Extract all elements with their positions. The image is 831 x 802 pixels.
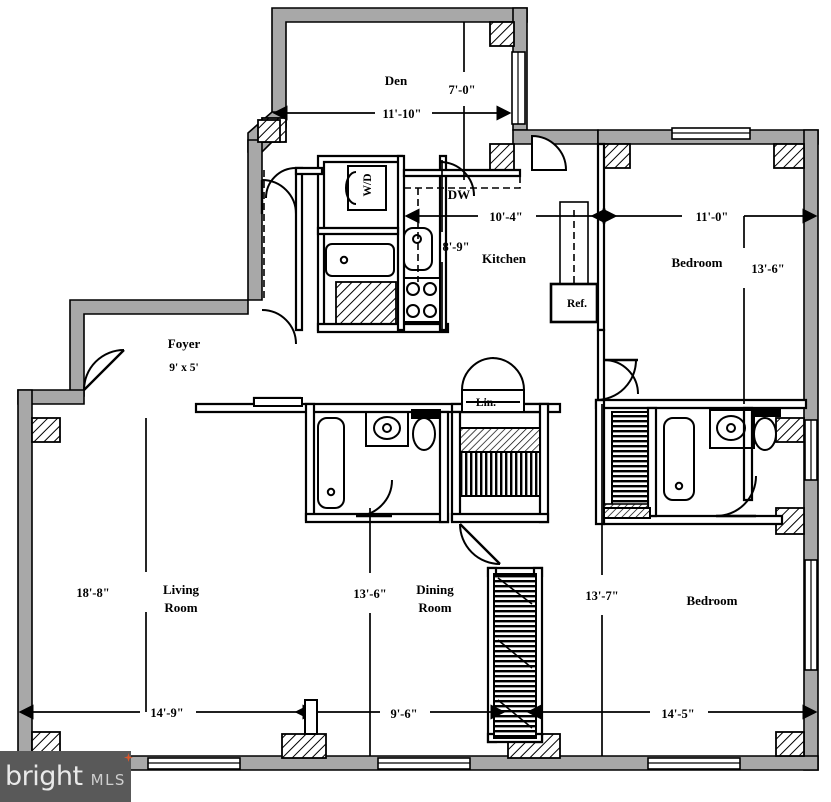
column-br2-tr xyxy=(775,417,805,443)
sink-center xyxy=(373,416,401,440)
tank-right xyxy=(751,407,781,417)
appliance-label-refrigerator: Ref. xyxy=(567,298,587,310)
watermark-brand: bright xyxy=(5,761,83,792)
watermark-star-icon xyxy=(124,753,133,762)
closet-center-shelf xyxy=(459,451,541,497)
door-linen-2 xyxy=(491,357,525,391)
radiator-living xyxy=(304,699,318,735)
door-hall-left xyxy=(261,309,297,345)
appliance-label-washer-dryer: W/D xyxy=(362,174,374,197)
appliance-labels: W/D DW Ref. Lin. xyxy=(362,174,587,410)
door-den xyxy=(531,134,568,171)
vanity-center xyxy=(365,411,409,447)
closet-bedroom2-shelf xyxy=(611,411,649,509)
dimension-dining-width: 9'-6" xyxy=(390,707,417,721)
tub-right xyxy=(663,417,695,501)
door-hall-right xyxy=(595,359,637,401)
door-foyer-entry xyxy=(83,349,125,391)
wall-stub-foyer xyxy=(253,397,303,407)
toilet-right xyxy=(753,417,777,451)
tub-center xyxy=(317,417,345,509)
door-closet-center xyxy=(459,523,501,565)
dimension-den-depth: 7'-0" xyxy=(448,83,475,97)
windows xyxy=(147,51,818,770)
room-label-living-2: Room xyxy=(164,600,197,615)
shelf-right-bath xyxy=(603,507,651,519)
tank-center xyxy=(411,409,441,419)
exterior-walls xyxy=(17,7,819,771)
misc-details xyxy=(253,397,651,735)
room-label-foyer: Foyer xyxy=(168,336,201,351)
washer-dryer-box xyxy=(347,165,387,211)
room-label-foyer-size: 9' x 5' xyxy=(169,362,198,374)
refrigerator-upper xyxy=(559,201,589,285)
dimension-living-width: 14'-9" xyxy=(150,706,183,720)
dimension-dining-depth: 13'-6" xyxy=(353,587,386,601)
appliance-label-linen-closet: Lin. xyxy=(476,397,496,409)
column-br2-br xyxy=(775,731,805,757)
door-bath-center xyxy=(355,479,393,517)
dimension-lines xyxy=(18,22,818,756)
dimension-labels: 11'-10" 7'-0" 10'-4" 8'-9" 11'-0" 13'-6"… xyxy=(76,83,784,721)
dimension-kitchen-depth: 8'-9" xyxy=(442,240,469,254)
door-foyer-closet xyxy=(261,179,297,215)
watermark: bright MLS xyxy=(0,751,133,802)
fixtures xyxy=(317,165,781,509)
dimension-bedroom2-depth: 13'-7" xyxy=(585,589,618,603)
column-kitchen-base xyxy=(335,281,397,325)
dimension-bedroom1-width: 11'-0" xyxy=(696,210,729,224)
column-den-tr xyxy=(489,21,515,47)
column-foyer-post xyxy=(257,119,281,143)
washer-dryer-drum xyxy=(345,171,357,205)
tub-upper xyxy=(325,243,395,277)
dimension-kitchen-width: 10'-4" xyxy=(489,210,522,224)
doors xyxy=(83,134,757,565)
room-labels: Den Kitchen Bedroom Foyer 9' x 5' Living… xyxy=(163,73,738,615)
room-label-den: Den xyxy=(385,73,408,88)
door-kitchen-left xyxy=(265,167,297,199)
door-leaves xyxy=(83,180,756,565)
room-label-dining: Dining xyxy=(416,582,454,597)
column-den-br xyxy=(489,143,515,171)
room-label-bedroom-2: Bedroom xyxy=(686,593,737,608)
watermark-suffix: MLS xyxy=(90,771,126,789)
door-linen xyxy=(461,357,495,391)
column-bottom-dr xyxy=(281,733,327,759)
sink-right xyxy=(716,415,746,441)
dimension-den-width: 11'-10" xyxy=(383,107,422,121)
column-lr-tl xyxy=(31,417,61,443)
dimension-bedroom1-depth: 13'-6" xyxy=(751,262,784,276)
dimension-bedroom2-width: 14'-5" xyxy=(661,707,694,721)
room-label-dining-2: Room xyxy=(418,600,451,615)
room-label-living: Living xyxy=(163,582,200,597)
closet-center-hatch xyxy=(459,427,541,453)
column-br1-right xyxy=(773,143,805,169)
room-label-bedroom-1: Bedroom xyxy=(671,255,722,270)
door-bedroom1 xyxy=(603,359,639,395)
toilet-center xyxy=(412,417,436,451)
dimension-living-depth: 18'-8" xyxy=(76,586,109,600)
appliance-label-dishwasher: DW xyxy=(448,187,470,202)
room-label-kitchen: Kitchen xyxy=(482,251,527,266)
